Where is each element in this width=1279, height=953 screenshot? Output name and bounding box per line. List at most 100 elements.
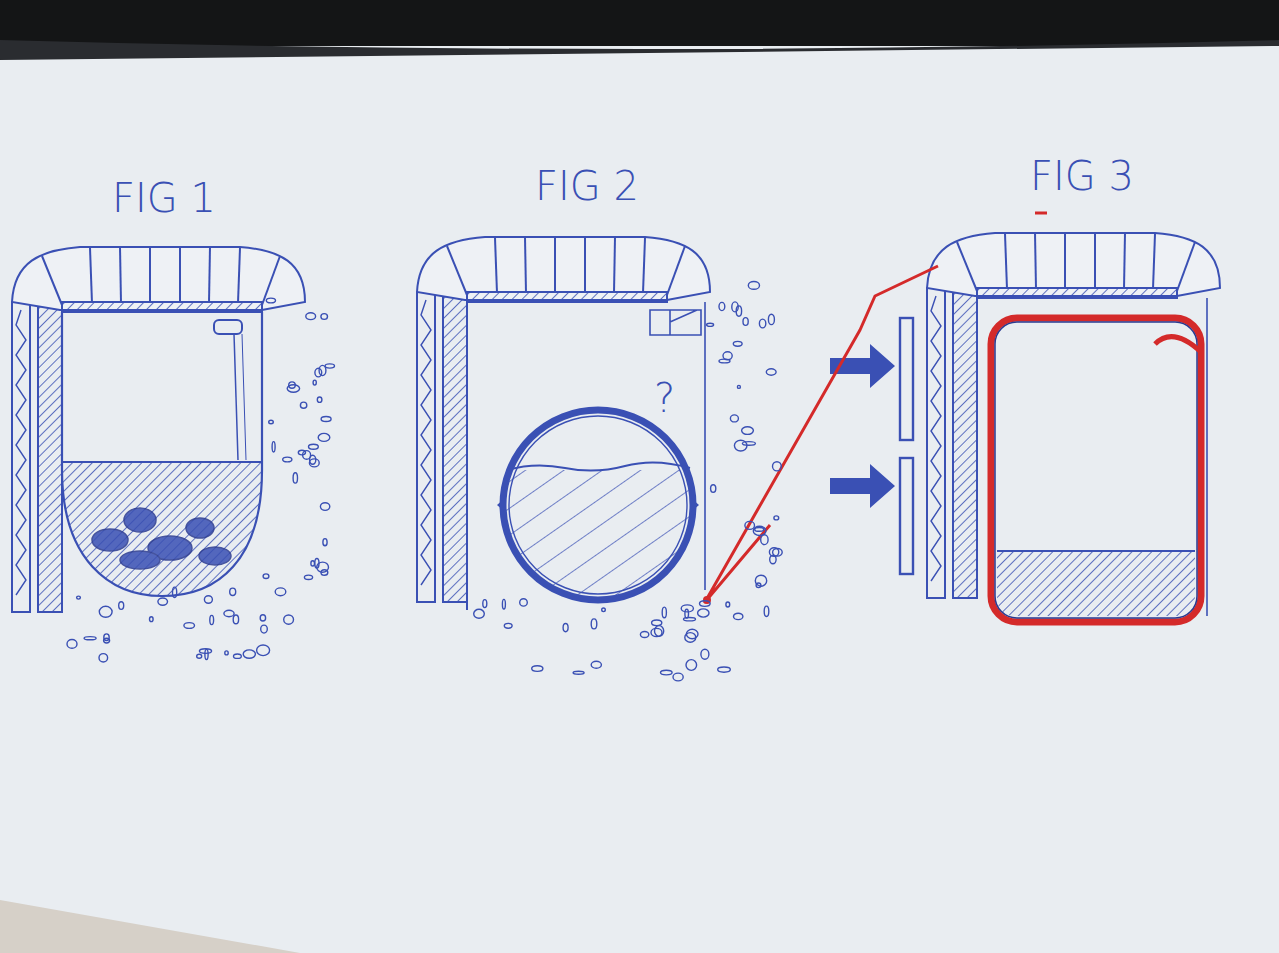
- gravel-stone: [685, 633, 696, 643]
- gravel-stone: [711, 485, 716, 493]
- gravel-stone: [293, 473, 297, 483]
- gravel-stone: [701, 649, 709, 659]
- gravel-stone: [321, 314, 328, 320]
- figure-2: [417, 237, 710, 610]
- gravel-stone: [602, 608, 606, 612]
- gravel-stone: [723, 352, 732, 360]
- gravel-stone: [743, 318, 748, 326]
- gravel-stone: [773, 462, 782, 471]
- figure-label: FIG 1: [112, 178, 216, 218]
- gravel-stone: [685, 609, 689, 618]
- gravel-stone: [755, 528, 764, 532]
- gravel-stone: [304, 575, 312, 579]
- gravel-stone: [318, 433, 330, 441]
- gravel-stone: [319, 365, 326, 375]
- gravel-stone: [257, 645, 270, 656]
- gravel-stone: [764, 606, 769, 616]
- gravel-stone: [300, 402, 306, 408]
- gravel-stone: [591, 661, 601, 668]
- gravel-stone: [99, 606, 112, 617]
- gravel-stone: [698, 609, 709, 617]
- gravel-stone: [761, 535, 768, 545]
- gravel-stone: [640, 632, 648, 638]
- gravel-stone: [730, 415, 738, 422]
- gravel-stone: [313, 380, 316, 385]
- gravel-stone: [681, 605, 693, 612]
- gravel-stone: [661, 670, 673, 675]
- gravel-stone: [759, 319, 765, 328]
- gravel-stone: [210, 615, 214, 624]
- gravel-stone: [173, 587, 177, 597]
- gravel-stone: [99, 654, 108, 662]
- gravel-stone: [325, 364, 334, 368]
- gravel-stone: [233, 615, 238, 624]
- gravel-stone: [283, 457, 292, 462]
- gravel-stone: [532, 666, 543, 672]
- gravel-stone: [284, 615, 294, 624]
- gravel-stone: [502, 599, 505, 609]
- gravel-stone: [732, 302, 738, 312]
- gravel-stone: [686, 660, 697, 671]
- gravel-stone: [652, 620, 662, 626]
- figure-3: [830, 233, 1220, 622]
- gravel-stone: [77, 596, 81, 599]
- gravel-stone: [84, 637, 96, 640]
- gravel-stone: [756, 583, 761, 588]
- gravel-stone: [718, 667, 731, 672]
- gravel-stone: [766, 369, 776, 375]
- figure-label: FIG 2: [535, 166, 639, 206]
- gravel-stone: [321, 417, 331, 422]
- gravel-stone: [662, 607, 666, 618]
- gravel-stone: [311, 561, 315, 566]
- gravel-stone: [306, 313, 316, 320]
- gravel-stone: [774, 516, 779, 520]
- gravel-stone: [234, 654, 242, 658]
- gravel-stone: [753, 526, 766, 535]
- gravel-stone: [700, 601, 711, 607]
- gravel-stone: [742, 442, 755, 446]
- gravel-stone: [204, 596, 212, 603]
- gravel-stone: [737, 385, 740, 388]
- gravel-stone: [261, 625, 268, 633]
- gravel-stone: [317, 397, 322, 402]
- gravel-stone: [67, 640, 77, 649]
- gravel-stone: [197, 654, 202, 658]
- gravel-stone: [563, 624, 568, 632]
- gravel-stone: [483, 600, 487, 608]
- gravel-stone: [726, 602, 730, 607]
- gravel-stone: [768, 314, 774, 324]
- gravel-stone: [770, 555, 776, 563]
- gravel-stone: [275, 588, 286, 596]
- figure-label: FIG 3: [1030, 156, 1134, 196]
- gravel-stone: [734, 440, 747, 451]
- gravel-stone: [266, 298, 275, 303]
- gravel-stone: [591, 619, 597, 629]
- gravel-stone: [734, 613, 743, 619]
- gravel-stone: [309, 444, 319, 449]
- gravel-stone: [323, 539, 327, 546]
- gravel-stone: [719, 302, 725, 310]
- gravel-stone: [320, 503, 329, 511]
- gravel-stone: [199, 649, 211, 654]
- gravel-stone: [224, 610, 234, 616]
- gravel-stone: [269, 420, 274, 424]
- gravel-stone: [742, 427, 754, 435]
- gravel-stone: [474, 609, 485, 618]
- question-mark: ?: [654, 378, 675, 418]
- gravel-stone: [520, 599, 528, 606]
- gravel-stone: [225, 651, 228, 655]
- gravel-stone: [707, 323, 714, 326]
- gravel-stone: [272, 442, 275, 452]
- figure-1: [12, 247, 305, 612]
- gravel-stone: [573, 671, 584, 674]
- gravel-stone: [150, 617, 154, 622]
- gravel-stone: [205, 649, 208, 659]
- gravel-stone: [184, 623, 195, 629]
- gravel-stone: [504, 623, 512, 628]
- gravel-stone: [303, 451, 311, 460]
- red-arrow: [705, 266, 938, 602]
- gravel-stone: [104, 634, 109, 641]
- gravel-stone: [263, 574, 269, 579]
- gravel-stone: [733, 341, 742, 346]
